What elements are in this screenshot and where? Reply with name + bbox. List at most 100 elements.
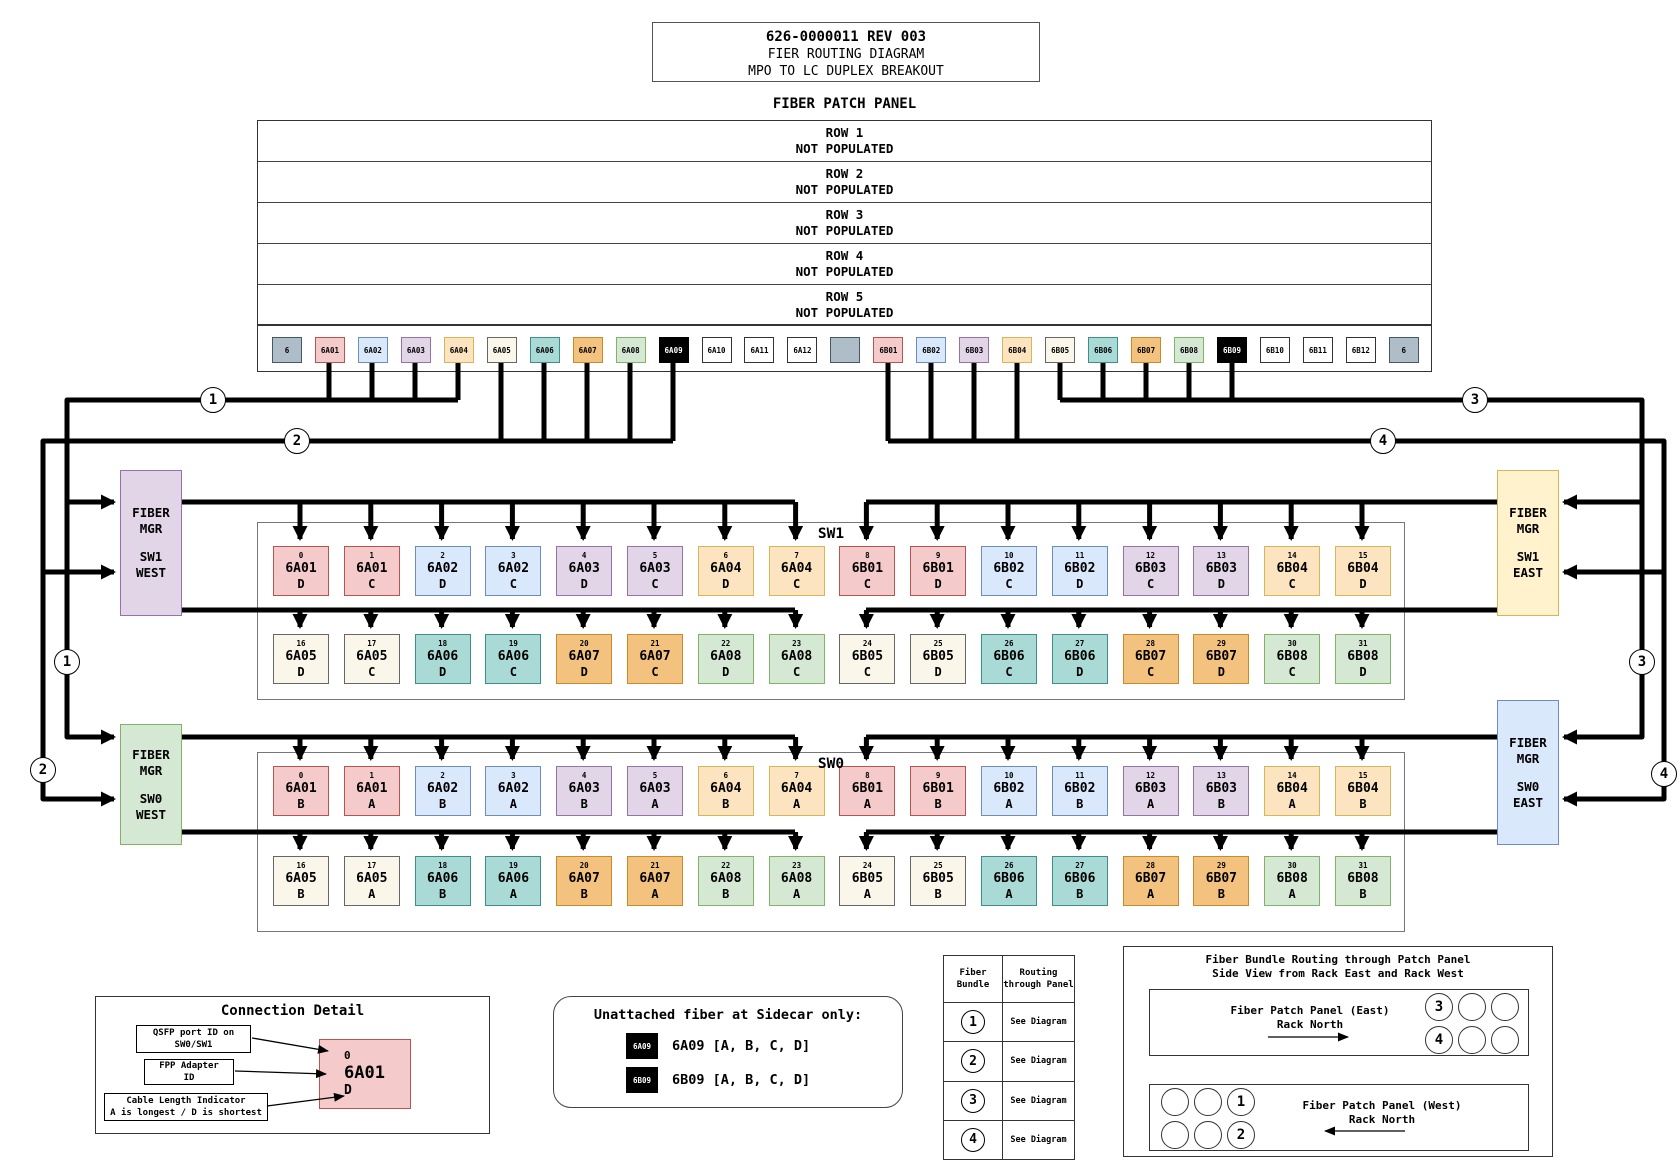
fm-line: FIBER (1509, 734, 1547, 750)
port-adapter-id: 6B06 (993, 649, 1025, 664)
port-length-letter: B (1076, 797, 1084, 811)
row-status: NOT POPULATED (795, 305, 894, 320)
port-number: 27 (1075, 639, 1085, 648)
port-number: 23 (792, 639, 802, 648)
fiber-bundle-circle (1491, 993, 1519, 1021)
title-block: 626-0000011 REV 003 FIER ROUTING DIAGRAM… (652, 22, 1040, 82)
bundle-number-4: 4 (961, 1127, 985, 1152)
bundle-circle-3: 3 (1425, 993, 1453, 1021)
fm-line: SW0 (139, 790, 163, 806)
bundle-number-3: 3 (961, 1088, 985, 1113)
port-number: 20 (579, 639, 589, 648)
callout-line: QSFP port ID on (152, 1028, 235, 1038)
port-adapter-id: 6B05 (851, 871, 884, 886)
port-number: 17 (367, 639, 377, 648)
port-adapter-id: 6B05 (922, 649, 954, 664)
port-length-letter: B (1359, 887, 1367, 901)
port-number: 13 (1216, 551, 1226, 560)
port-adapter-id: 6B06 (993, 871, 1025, 886)
bundle-number-1: 1 (961, 1010, 985, 1035)
port-length-letter: A (1288, 797, 1296, 811)
routing-value: See Diagram (1010, 1056, 1067, 1067)
fiber-bundle-circle (1161, 1088, 1189, 1116)
patch-port-6a06: 6A06 (529, 337, 560, 363)
port-number: 16 (296, 639, 306, 648)
port-length-letter: A (1146, 887, 1155, 901)
port-adapter-id: 6B04 (1347, 781, 1379, 796)
port-length-letter: C (651, 577, 659, 591)
port-adapter-id: 6A01 (285, 781, 317, 796)
row-name: ROW 2 (825, 166, 864, 181)
port-adapter-id: 6B07 (1205, 649, 1238, 664)
port-adapter-id: 6A05 (356, 649, 388, 664)
east-rack-north: Rack North (1276, 1018, 1344, 1031)
port-length-letter: D (438, 577, 447, 591)
bundle-circle-1: 1 (1227, 1088, 1255, 1116)
bundle-marker-4: 4 (1370, 428, 1396, 454)
fm-line: FIBER (1509, 505, 1547, 520)
port-number: 25 (933, 639, 943, 648)
port-number: 12 (1146, 771, 1156, 780)
bundle-marker-1: 1 (200, 387, 226, 413)
port-number: 30 (1287, 639, 1297, 648)
patch-port-6: 6 (272, 337, 302, 363)
port-adapter-id: 6B01 (922, 561, 954, 576)
port-length-letter: C (1005, 577, 1013, 591)
routing-cell: See Diagram (1003, 1082, 1074, 1120)
port-adapter-id: 6B08 (1276, 649, 1308, 664)
unattached-item-text: 6B09 [A, B, C, D] (672, 1072, 811, 1088)
port-adapter-id: 6B05 (922, 871, 954, 886)
port-adapter-id: 6A07 (639, 871, 671, 886)
black-port-chip: 6A09 (626, 1033, 658, 1059)
header-through-panel: through Panel (1003, 980, 1074, 990)
port-number: 7 (794, 771, 799, 780)
patch-port-6b04: 6B04 (1002, 337, 1033, 363)
patch-port-6a03: 6A03 (400, 337, 431, 363)
port-length-letter: B (438, 797, 447, 811)
port-length-letter: D (580, 665, 588, 679)
fm-line: SW1 (1516, 549, 1540, 564)
port-length-letter: C (509, 665, 517, 679)
bundle-marker-3: 3 (1462, 387, 1488, 413)
callout-line: A is longest / D is shortest (110, 1108, 262, 1118)
port-length-letter: D (1076, 577, 1084, 591)
port-length-letter: A (1288, 887, 1296, 901)
patch-port-6b01: 6B01 (873, 337, 904, 363)
port-length-letter: D (1217, 665, 1225, 679)
port-number: 22 (721, 639, 731, 648)
routing-cell: See Diagram (1003, 1042, 1074, 1080)
west-label: Fiber Patch Panel (West) (1302, 1099, 1462, 1112)
port-adapter-id: 6B07 (1134, 871, 1167, 886)
fiber-bundle-circle (1161, 1121, 1189, 1149)
